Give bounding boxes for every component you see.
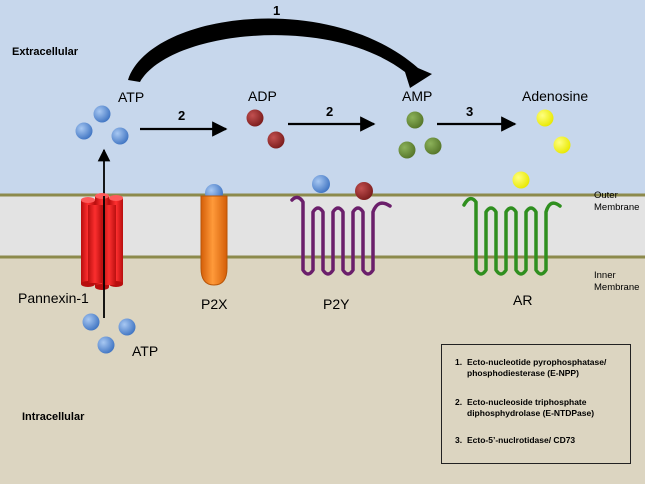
adenosine-label: Adenosine bbox=[522, 88, 589, 104]
extracellular-label: Extracellular bbox=[12, 46, 79, 58]
p2y-receptor bbox=[290, 195, 392, 276]
amp-molecule bbox=[406, 111, 424, 129]
legend-item-1-line2: phosphodiesterase (E-NPP) bbox=[467, 368, 579, 378]
step-2a-label: 2 bbox=[178, 108, 186, 123]
legend-item-1-number: 1. bbox=[455, 357, 463, 367]
ar-label: AR bbox=[513, 292, 533, 308]
adp-label: ADP bbox=[248, 88, 277, 104]
outer-membrane-label: Outer Membrane bbox=[594, 190, 639, 214]
atp-intracellular bbox=[97, 336, 115, 354]
p2x-receptor bbox=[200, 195, 228, 286]
atp-molecule bbox=[111, 127, 129, 145]
amp-molecule bbox=[424, 137, 442, 155]
legend-item-2-number: 2. bbox=[455, 397, 463, 407]
outer-membrane-label-line1: Outer bbox=[594, 190, 618, 201]
step1-curved-arrow bbox=[128, 18, 432, 88]
legend-item-2-line1: Ecto-nucleoside triphosphate bbox=[467, 397, 587, 407]
atp-label: ATP bbox=[118, 89, 145, 105]
atp-intracellular bbox=[118, 318, 136, 336]
amp-molecule bbox=[398, 141, 416, 159]
step-2b-label: 2 bbox=[326, 104, 334, 119]
atp-intracellular bbox=[82, 313, 100, 331]
step-3-label: 3 bbox=[466, 104, 474, 119]
legend-item-2-line2: diphosphydrolase (E-NTDPase) bbox=[467, 408, 595, 418]
inner-membrane-label-line2: Membrane bbox=[594, 282, 640, 293]
step-1-label: 1 bbox=[273, 3, 281, 18]
adp-molecule bbox=[246, 109, 264, 127]
legend-item-3: 3. Ecto-5’-nuclrotidase/ CD73 bbox=[455, 435, 575, 446]
adenosine-molecule bbox=[536, 109, 554, 127]
intracellular-label: Intracellular bbox=[22, 411, 85, 423]
outer-membrane-label-line2: Membrane bbox=[594, 202, 640, 213]
inner-membrane-label: Inner Membrane bbox=[594, 270, 639, 294]
p2x-label: P2X bbox=[201, 296, 228, 312]
adp-bound-p2y bbox=[355, 182, 373, 200]
atp-intracellular-label: ATP bbox=[132, 343, 159, 359]
amp-label: AMP bbox=[402, 88, 433, 104]
atp-molecule bbox=[75, 122, 93, 140]
enzyme-legend: 1. Ecto-nucleotide pyrophosphatase/ phosp… bbox=[441, 344, 631, 464]
adenosine-molecule bbox=[553, 136, 571, 154]
legend-item-2: 2. Ecto-nucleoside triphosphate diphosphy… bbox=[455, 397, 594, 419]
legend-item-3-number: 3. bbox=[455, 435, 463, 445]
p2y-label: P2Y bbox=[323, 296, 350, 312]
legend-item-3-line1: Ecto-5’-nuclrotidase/ CD73 bbox=[467, 435, 576, 445]
adp-molecule bbox=[267, 131, 285, 149]
legend-item-1: 1. Ecto-nucleotide pyrophosphatase/ phosp… bbox=[455, 357, 606, 379]
pannexin-1-channel bbox=[81, 193, 123, 290]
atp-bound-p2y bbox=[312, 175, 330, 193]
pannexin-1-label: Pannexin-1 bbox=[18, 290, 89, 306]
atp-molecule bbox=[93, 105, 111, 123]
legend-item-1-line1: Ecto-nucleotide pyrophosphatase/ bbox=[467, 357, 607, 367]
ar-receptor bbox=[462, 196, 562, 276]
adenosine-molecule bbox=[512, 171, 530, 189]
inner-membrane-label-line1: Inner bbox=[594, 270, 616, 281]
